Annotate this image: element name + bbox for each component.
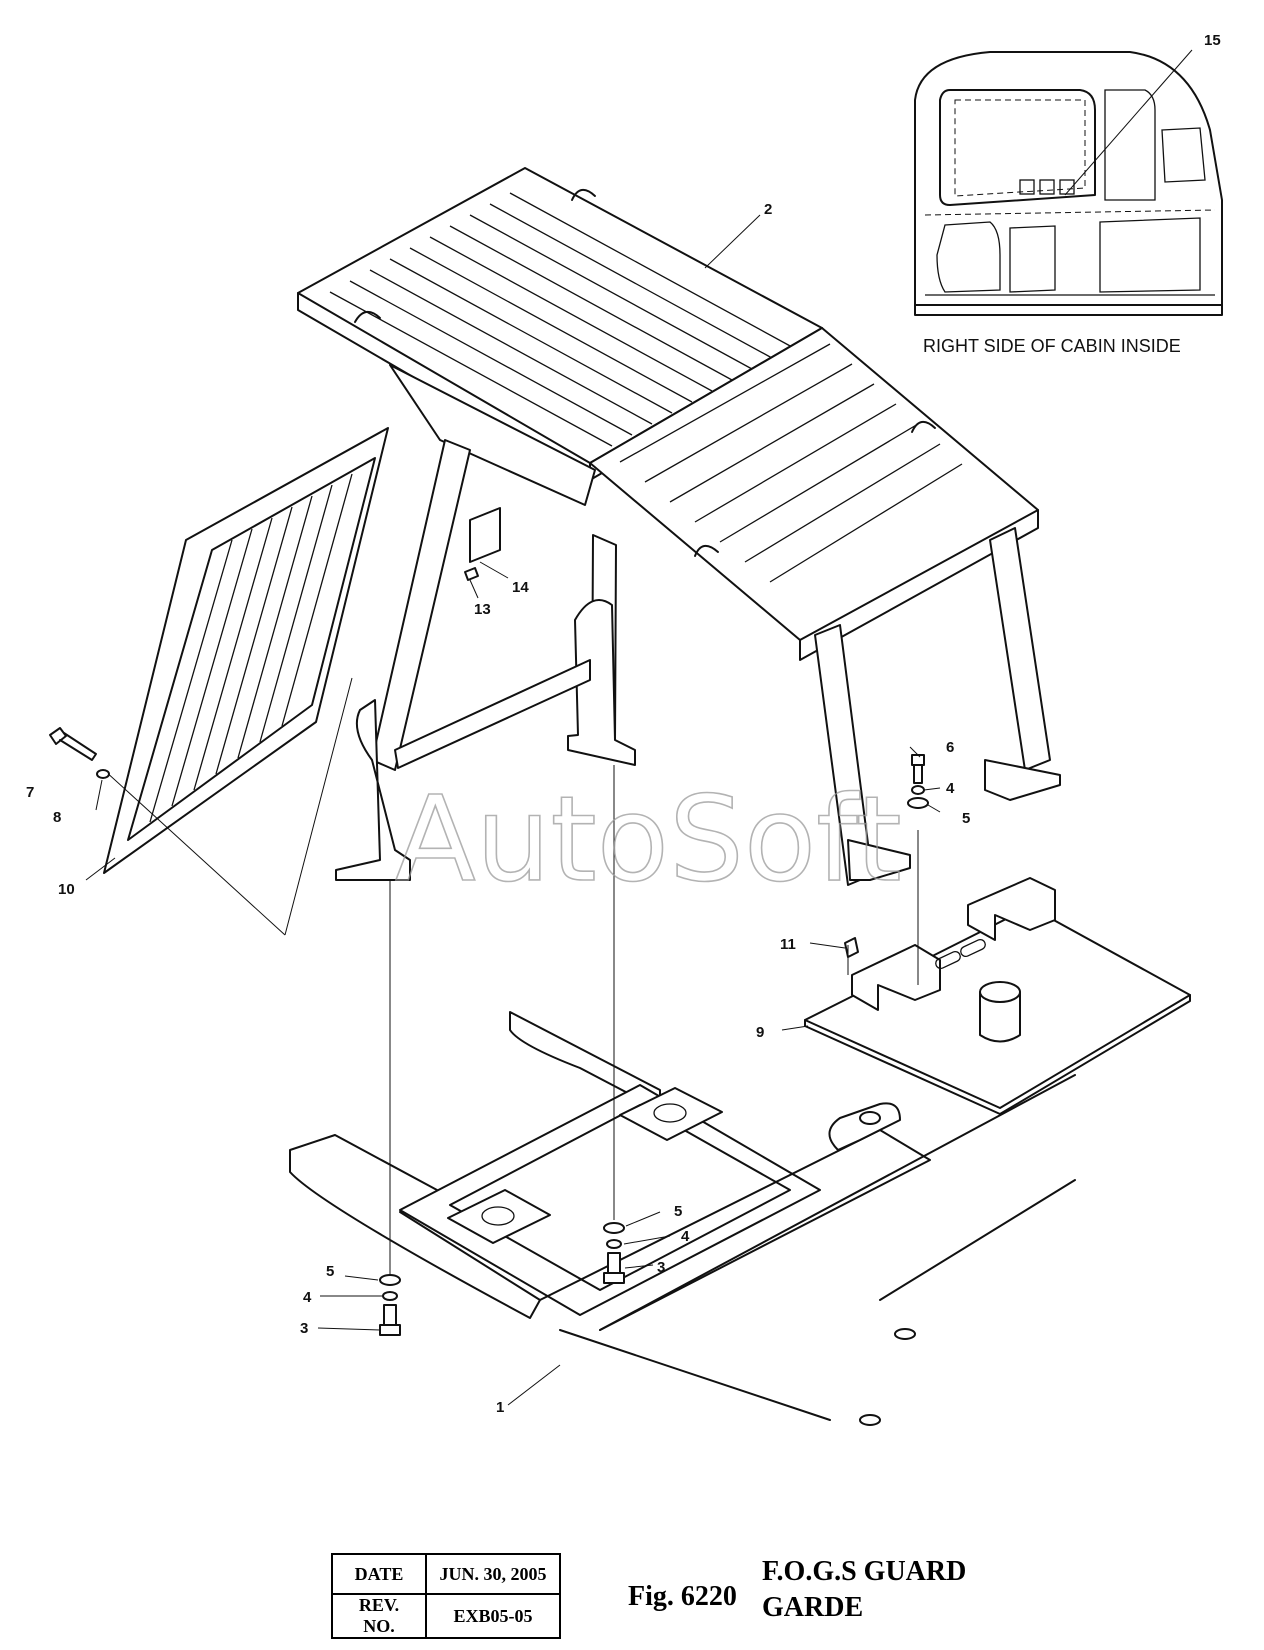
rev-value: EXB05-05 [425,1593,561,1639]
callout-4b: 4 [681,1228,690,1245]
inset-caption: RIGHT SIDE OF CABIN INSIDE [923,336,1181,356]
callout-5c: 5 [326,1263,334,1280]
roof-guard [297,167,1039,661]
callout-labels: 15 2 14 13 6 4 5 7 8 10 11 9 5 4 3 5 4 3… [26,32,1221,1416]
callout-2: 2 [764,201,772,218]
hardware [379,567,929,1336]
callout-13: 13 [474,601,491,618]
callout-8: 8 [53,809,61,826]
date-value: JUN. 30, 2005 [425,1553,561,1595]
figure-number: Fig. 6220 [628,1581,737,1612]
figure-title-line1: F.O.G.S GUARD [762,1556,967,1587]
base-frame [289,1011,1076,1426]
rev-label: REV. NO. [331,1593,427,1639]
callout-3b: 3 [657,1259,665,1276]
figure-title-line2: GARDE [762,1592,864,1623]
callout-6: 6 [946,739,954,756]
callout-4a: 4 [946,780,955,797]
callout-1: 1 [496,1399,504,1416]
callout-14: 14 [512,579,529,596]
callout-5b: 5 [674,1203,682,1220]
callout-15: 15 [1204,32,1221,49]
callout-11: 11 [780,936,796,953]
title-block: DATE JUN. 30, 2005 REV. NO. EXB05-05 [331,1553,561,1639]
callout-3c: 3 [300,1320,308,1337]
watermark: AutoSoft [395,770,902,908]
callout-7: 7 [26,784,34,801]
guard-frame [335,439,1061,886]
callout-9: 9 [756,1024,764,1041]
figure-title: F.O.G.S GUARD GARDE [762,1554,966,1626]
bolt-7-washer-8 [49,727,110,779]
leader-lines [85,214,941,1406]
cabin-inset [914,49,1223,316]
date-label: DATE [331,1553,427,1595]
callout-5a: 5 [962,810,970,827]
callout-10: 10 [58,881,75,898]
front-screen [103,427,389,936]
callout-4c: 4 [303,1289,312,1306]
plate-9 [804,877,1191,1115]
